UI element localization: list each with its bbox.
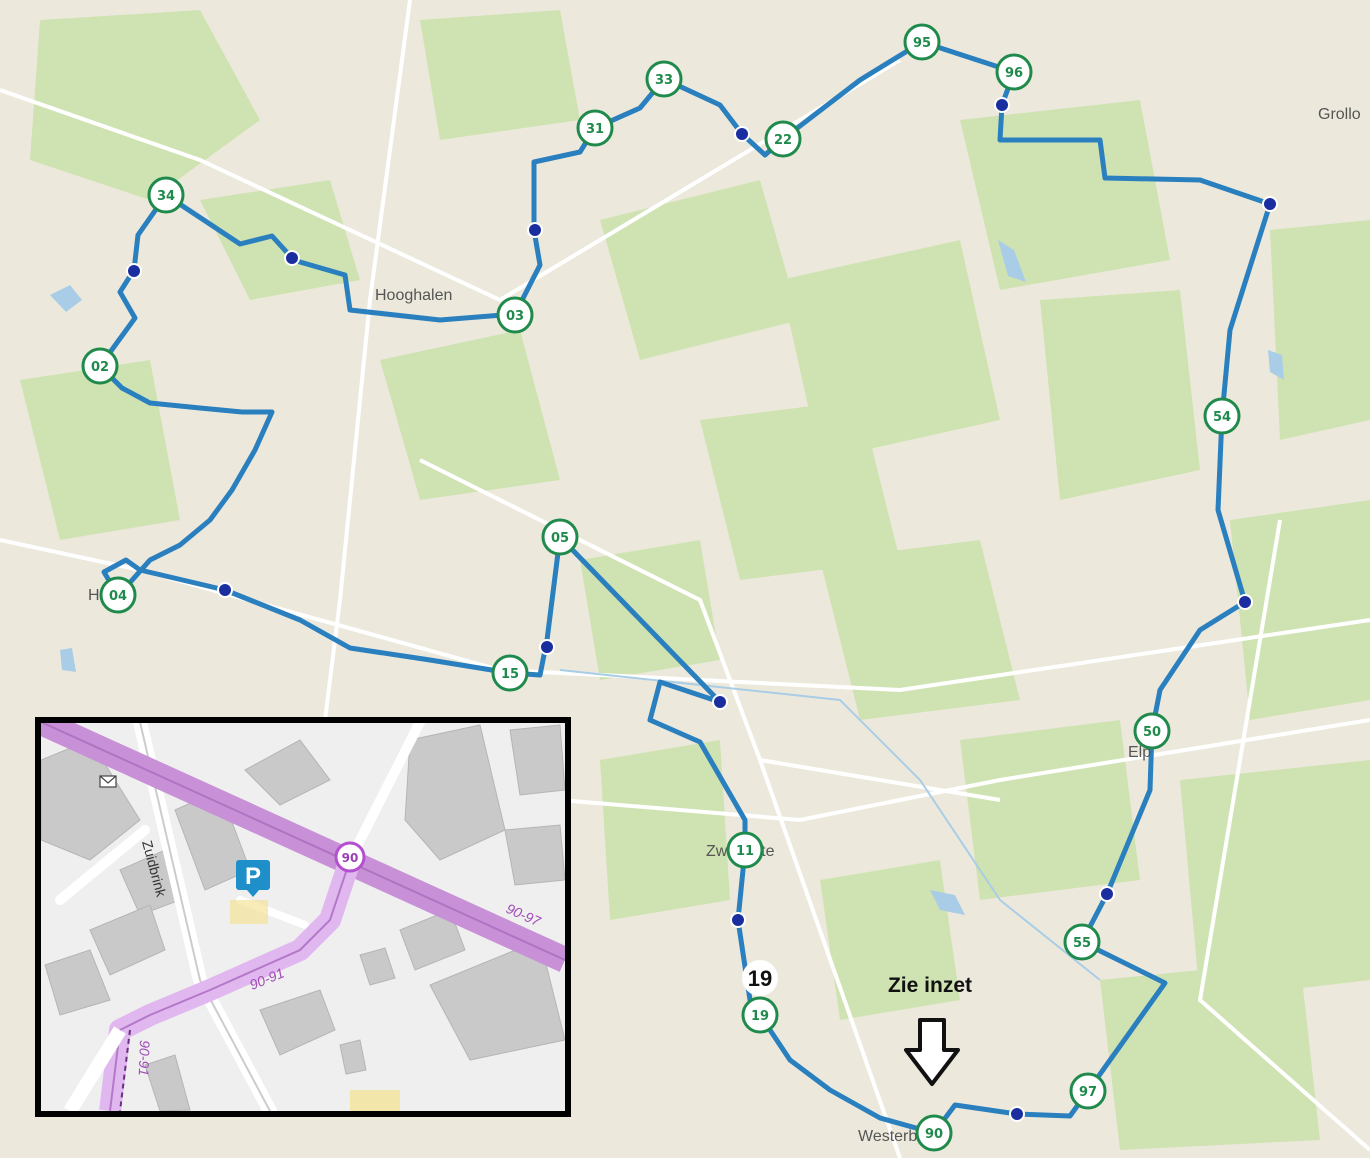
node-04[interactable]: 04 bbox=[99, 576, 137, 614]
forest-patches bbox=[20, 10, 1370, 1150]
node-31[interactable]: 31 bbox=[576, 109, 614, 147]
place-grollo: Grollo bbox=[1318, 106, 1361, 123]
place-hooghalen: Hooghalen bbox=[375, 287, 452, 304]
node-54[interactable]: 54 bbox=[1203, 397, 1241, 435]
node-19-label: 19 bbox=[751, 1009, 769, 1024]
node-55-label: 55 bbox=[1073, 936, 1091, 951]
node-02[interactable]: 02 bbox=[81, 347, 119, 385]
inset-parking-area bbox=[230, 900, 268, 924]
node-34[interactable]: 34 bbox=[147, 176, 185, 214]
node-33[interactable]: 33 bbox=[645, 60, 683, 98]
node-15[interactable]: 15 bbox=[491, 654, 529, 692]
down-arrow-icon bbox=[904, 1018, 960, 1086]
node-03-label: 03 bbox=[506, 309, 524, 324]
node-50[interactable]: 50 bbox=[1133, 712, 1171, 750]
node-03[interactable]: 03 bbox=[496, 296, 534, 334]
node-95[interactable]: 95 bbox=[903, 23, 941, 61]
parking-icon[interactable]: P bbox=[236, 860, 270, 897]
node-50-label: 50 bbox=[1143, 725, 1161, 740]
node-11-label: 11 bbox=[736, 844, 754, 859]
inset-yellow-area bbox=[350, 1090, 400, 1111]
direction-markers bbox=[126, 97, 1278, 1122]
node-90-label: 90 bbox=[925, 1127, 943, 1142]
node-55[interactable]: 55 bbox=[1063, 923, 1101, 961]
post-office-icon bbox=[99, 775, 117, 788]
streams bbox=[559, 669, 1101, 981]
water-bodies bbox=[50, 240, 1284, 915]
node-04-label: 04 bbox=[109, 589, 127, 604]
node-90[interactable]: 90 bbox=[915, 1114, 953, 1152]
node-33-label: 33 bbox=[655, 73, 673, 88]
node-34-label: 34 bbox=[157, 189, 175, 204]
node-02-label: 02 bbox=[91, 360, 109, 375]
node-95-label: 95 bbox=[913, 36, 931, 51]
node-05-label: 05 bbox=[551, 531, 569, 546]
node-96[interactable]: 96 bbox=[995, 53, 1033, 91]
inset-buildings bbox=[41, 724, 565, 1111]
inset-roads bbox=[55, 723, 425, 1111]
node-54-label: 54 bbox=[1213, 410, 1231, 425]
node-22[interactable]: 22 bbox=[764, 120, 802, 158]
node-97[interactable]: 97 bbox=[1069, 1072, 1107, 1110]
start-node-number: 19 bbox=[748, 966, 772, 991]
inset-annotation: Zie inzet bbox=[888, 974, 972, 997]
inset-node-90-label: 90 bbox=[342, 851, 359, 865]
node-97-label: 97 bbox=[1079, 1085, 1097, 1100]
route-label-90-91-vertical: 90-91 bbox=[136, 1040, 153, 1076]
node-11[interactable]: 11 bbox=[726, 831, 764, 869]
inset-node-90[interactable]: 90 bbox=[334, 841, 366, 873]
node-96-label: 96 bbox=[1005, 66, 1023, 81]
parking-label: P bbox=[245, 863, 261, 890]
node-31-label: 31 bbox=[586, 122, 604, 137]
node-05[interactable]: 05 bbox=[541, 518, 579, 556]
node-19[interactable]: 19 bbox=[741, 996, 779, 1034]
start-node-highlight: 19 bbox=[742, 960, 778, 996]
place-h: H bbox=[88, 587, 100, 604]
node-22-label: 22 bbox=[774, 133, 792, 148]
junction-nodes: 34 02 04 03 31 33 22 95 96 54 50 55 97 9… bbox=[81, 23, 1241, 1152]
inset-map[interactable]: P Zuidbrink 90-97 90-91 90-91 90 bbox=[35, 717, 571, 1117]
node-15-label: 15 bbox=[501, 667, 519, 682]
